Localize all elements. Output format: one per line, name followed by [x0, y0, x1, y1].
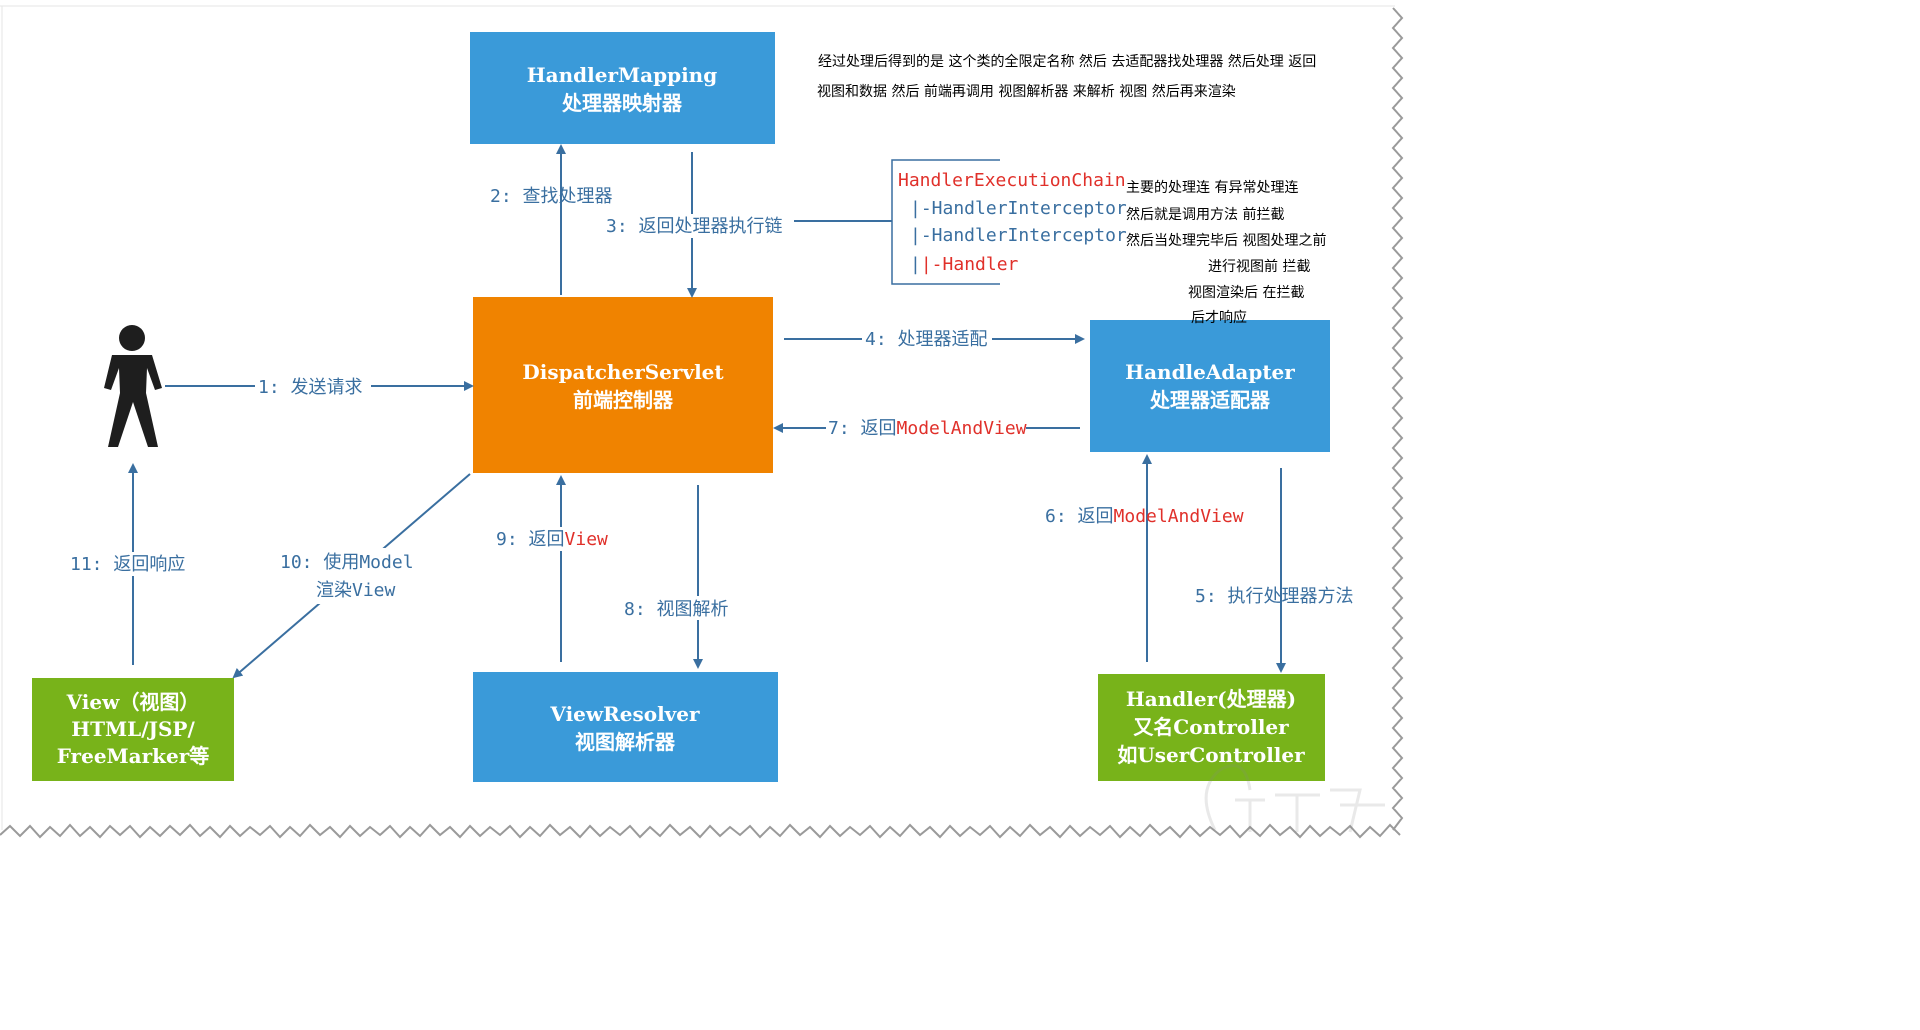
handler-mapping-box: HandlerMapping 处理器映射器	[470, 32, 775, 144]
step-7-highlight: ModelAndView	[897, 418, 1027, 439]
step-2-label: 2: 查找处理器	[490, 186, 613, 207]
step-7-prefix: 7: 返回	[828, 418, 897, 439]
watermark-logo	[1204, 764, 1385, 833]
step-1-label: 1: 发送请求	[258, 377, 363, 398]
view-resolver-title: ViewResolver	[549, 702, 700, 726]
step-6-prefix: 6: 返回	[1045, 506, 1114, 527]
note-side-2: 然后就是调用方法 前拦截	[1126, 206, 1284, 223]
note-top-line2: 视图和数据 然后 前端再调用 视图解析器 来解析 视图 然后再来渲染	[817, 83, 1236, 100]
handle-adapter-title: HandleAdapter	[1125, 360, 1295, 384]
handler-box: Handler(处理器) 又名Controller 如UserControlle…	[1098, 674, 1325, 781]
step-9-highlight: View	[565, 529, 609, 550]
handler-title: Handler(处理器)	[1126, 687, 1296, 711]
handler-execution-chain: HandlerExecutionChain |-HandlerIntercept…	[891, 159, 1127, 285]
handler-mapping-subtitle: 处理器映射器	[561, 91, 683, 115]
note-top-line1: 经过处理后得到的是 这个类的全限定名称 然后 去适配器找处理器 然后处理 返回	[818, 53, 1316, 70]
step-7-label: 7: 返回ModelAndView	[828, 418, 1027, 439]
step-8-label: 8: 视图解析	[624, 599, 729, 620]
handle-adapter-box: HandleAdapter 处理器适配器	[1090, 320, 1330, 452]
step-5-label: 5: 执行处理器方法	[1195, 586, 1354, 607]
handler-subtitle: 又名Controller	[1133, 715, 1289, 739]
step-11-label: 11: 返回响应	[70, 554, 185, 575]
step-labels: 1: 发送请求 2: 查找处理器 3: 返回处理器执行链 4: 处理器适配 7:…	[68, 186, 1354, 620]
person-icon	[104, 325, 162, 447]
chain-item-interceptor-2: |-HandlerInterceptor	[910, 225, 1127, 246]
annotation-notes: 经过处理后得到的是 这个类的全限定名称 然后 去适配器找处理器 然后处理 返回 …	[817, 53, 1326, 326]
step-9-label: 9: 返回View	[496, 529, 608, 550]
step-6-label: 6: 返回ModelAndView	[1045, 506, 1244, 527]
note-side-5: 视图渲染后 在拦截	[1188, 285, 1304, 301]
view-box: View（视图） HTML/JSP/ FreeMarker等	[32, 678, 234, 781]
dispatcher-servlet-box: DispatcherServlet 前端控制器	[473, 297, 773, 473]
step-10-label-line1: 10: 使用Model	[280, 552, 414, 573]
dispatcher-servlet-subtitle: 前端控制器	[573, 388, 674, 412]
view-subtitle-2: FreeMarker等	[57, 744, 210, 768]
dispatcher-servlet-title: DispatcherServlet	[522, 360, 724, 384]
step-6-highlight: ModelAndView	[1114, 506, 1244, 527]
step-9-prefix: 9: 返回	[496, 529, 565, 550]
handler-mapping-title: HandlerMapping	[527, 63, 717, 87]
note-side-3: 然后当处理完毕后 视图处理之前	[1126, 232, 1326, 249]
handler-subtitle-2: 如UserController	[1117, 743, 1305, 767]
step-4-label: 4: 处理器适配	[865, 329, 988, 350]
note-side-4: 进行视图前 拦截	[1208, 258, 1310, 275]
chain-title: HandlerExecutionChain	[898, 170, 1126, 191]
view-resolver-box: ViewResolver 视图解析器	[473, 672, 778, 782]
step-10-label-line2: 渲染View	[316, 580, 396, 601]
view-title: View（视图）	[66, 690, 200, 714]
view-subtitle: HTML/JSP/	[71, 717, 195, 741]
chain-item-interceptor-1: |-HandlerInterceptor	[910, 198, 1127, 219]
note-side-1: 主要的处理连 有异常处理连	[1126, 180, 1298, 196]
handle-adapter-subtitle: 处理器适配器	[1149, 388, 1271, 412]
chain-item-handler-prefix: ||-Handler	[910, 254, 1019, 275]
view-resolver-subtitle: 视图解析器	[575, 730, 676, 754]
chain-item-handler: |-Handler	[921, 254, 1019, 275]
note-side-6: 后才响应	[1191, 309, 1247, 326]
step-3-label: 3: 返回处理器执行链	[606, 216, 783, 237]
